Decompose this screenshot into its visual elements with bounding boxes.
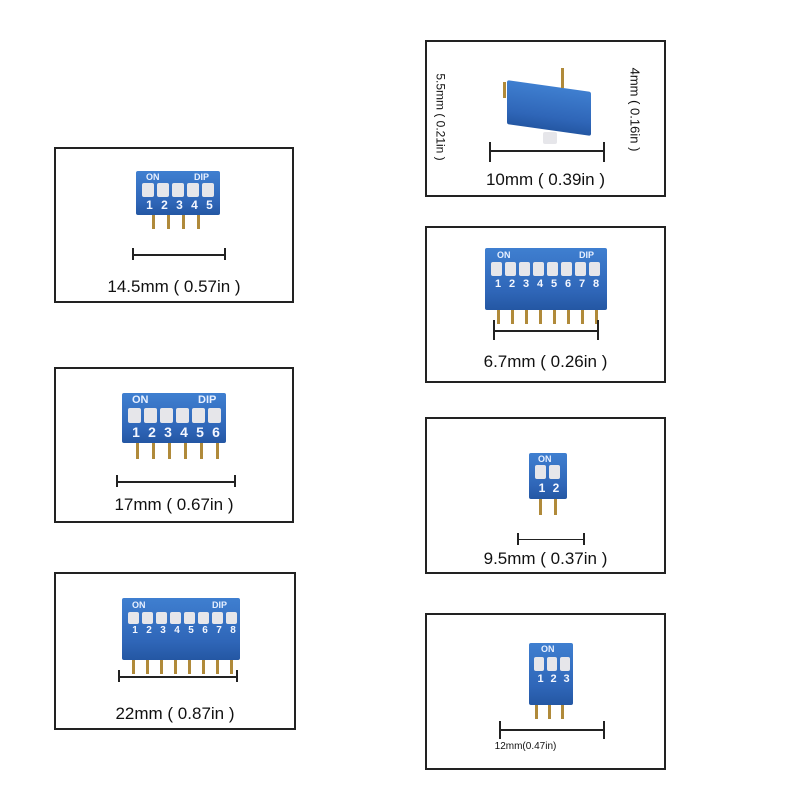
dimension-line	[499, 729, 603, 731]
dip-label: DIP	[198, 394, 217, 406]
pins	[136, 443, 219, 459]
dimension-line	[517, 539, 583, 540]
dimension-line	[118, 676, 236, 678]
dip-label: DIP	[212, 600, 228, 610]
slider-row	[491, 262, 603, 276]
slider-row	[128, 612, 240, 624]
pins	[539, 499, 557, 515]
dimension-line	[132, 254, 224, 256]
dimension-line	[493, 330, 597, 332]
caption: 10mm ( 0.39in )	[485, 170, 606, 189]
dip-switch-side	[507, 80, 591, 136]
dimension-line	[116, 481, 234, 483]
pins	[152, 215, 200, 229]
slider-row	[534, 657, 573, 671]
on-label: ON	[132, 394, 149, 406]
on-label: ON	[146, 172, 160, 182]
on-label: ON	[541, 644, 555, 654]
caption: 9.5mm ( 0.37in )	[483, 549, 608, 568]
slider-row	[142, 183, 217, 197]
on-label: ON	[538, 454, 552, 464]
dip-label: DIP	[194, 172, 210, 182]
pin-left	[503, 82, 506, 98]
caption: 14.5mm ( 0.57in )	[107, 277, 241, 296]
panel-side-view: 5.5mm ( 0.21in ) 4mm ( 0.16in ) 10mm ( 0…	[425, 40, 666, 197]
caption: 6.7mm ( 0.26in )	[483, 352, 608, 371]
height-label-left: 5.5mm ( 0.21in )	[433, 73, 448, 161]
caption: 12mm(0.47in)	[494, 741, 557, 752]
height-label-right: 4mm ( 0.16in )	[627, 67, 643, 152]
dip-label: DIP	[579, 250, 595, 260]
dimension-line	[489, 150, 603, 152]
on-label: ON	[132, 600, 146, 610]
pins	[497, 310, 598, 324]
pins	[132, 660, 233, 674]
caption: 17mm ( 0.67in )	[114, 495, 234, 514]
on-label: ON	[497, 250, 511, 260]
pins	[535, 705, 564, 719]
pin-right	[561, 68, 564, 88]
caption: 22mm ( 0.87in )	[115, 704, 235, 723]
slider-row	[128, 408, 224, 423]
slider-knob	[543, 132, 557, 144]
slider-row	[535, 465, 563, 479]
